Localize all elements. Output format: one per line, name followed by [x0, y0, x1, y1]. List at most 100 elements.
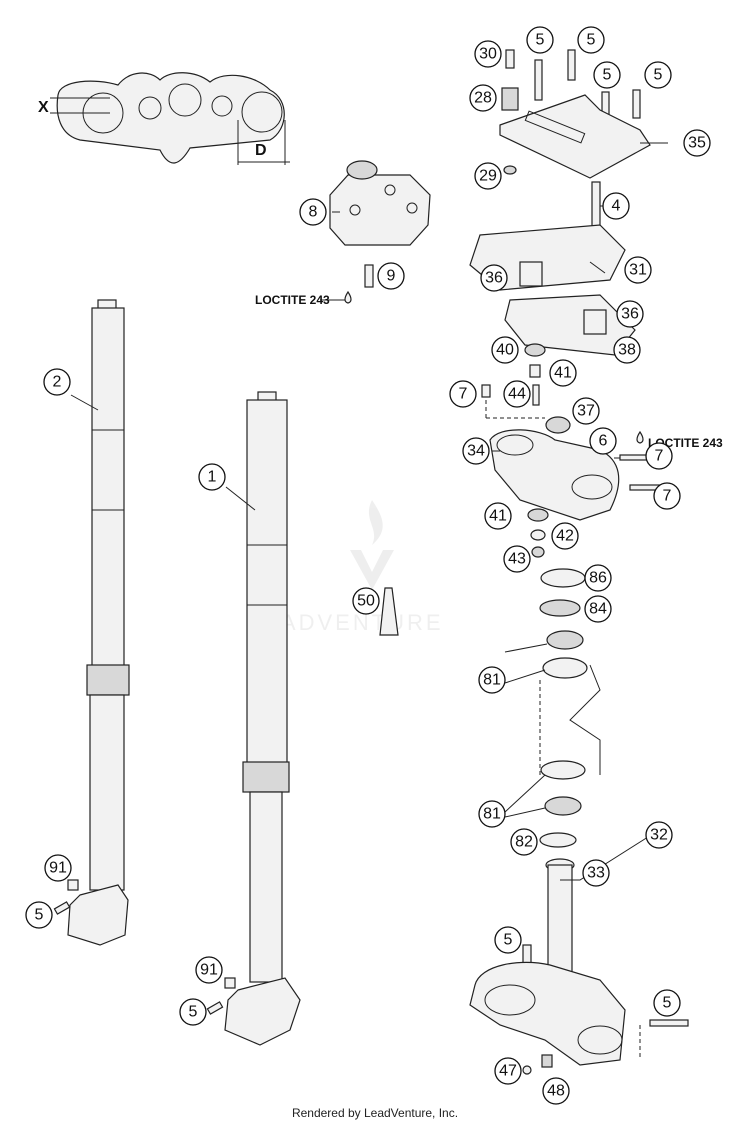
callout-36: 36: [480, 264, 508, 292]
steering-nut-parts: [527, 508, 549, 558]
callout-48: 48: [542, 1077, 570, 1105]
callout-47: 47: [494, 1057, 522, 1085]
svg-text:5: 5: [189, 1004, 198, 1021]
callout-35: 35: [683, 129, 711, 157]
svg-text:36: 36: [621, 306, 639, 323]
dimension-x-label: X: [38, 99, 49, 116]
callout-4: 4: [602, 192, 630, 220]
callout-91: 91: [195, 956, 223, 984]
callouts: 30 5 5 28 5 5 35 29 4 8 36 31 9 36 40 38…: [25, 26, 711, 1105]
callout-29: 29: [474, 162, 502, 190]
svg-text:47: 47: [499, 1063, 517, 1080]
bearing-set: [539, 568, 601, 848]
callout-5: 5: [494, 926, 522, 954]
lower-triple-clamp: [469, 858, 689, 1075]
callout-41: 41: [484, 502, 512, 530]
part-1-fork-leg-right: [224, 391, 301, 1046]
callout-31: 31: [624, 256, 652, 284]
callout-7: 7: [449, 380, 477, 408]
callout-33: 33: [582, 859, 610, 887]
svg-text:7: 7: [655, 448, 664, 465]
callout-91: 91: [44, 854, 72, 882]
callout-7: 7: [653, 482, 681, 510]
svg-text:50: 50: [357, 593, 375, 610]
svg-text:81: 81: [483, 806, 501, 823]
callout-2: 2: [43, 368, 71, 396]
loctite-note-left: LOCTITE 243: [255, 293, 330, 307]
callout-5: 5: [25, 901, 53, 929]
svg-text:5: 5: [603, 67, 612, 84]
callout-50: 50: [352, 587, 380, 615]
callout-5: 5: [593, 61, 621, 89]
callout-42: 42: [551, 522, 579, 550]
callout-81: 81: [478, 666, 506, 694]
svg-text:34: 34: [467, 443, 485, 460]
callout-6: 6: [589, 427, 617, 455]
callout-8: 8: [299, 198, 327, 226]
callout-28: 28: [469, 84, 497, 112]
callout-5: 5: [653, 989, 681, 1017]
svg-text:33: 33: [587, 865, 605, 882]
svg-text:91: 91: [200, 962, 218, 979]
svg-text:28: 28: [474, 90, 492, 107]
dimension-d-label: D: [255, 142, 267, 159]
svg-text:1: 1: [208, 469, 217, 486]
callout-43: 43: [503, 545, 531, 573]
callout-81: 81: [478, 800, 506, 828]
svg-text:7: 7: [459, 386, 468, 403]
callout-1: 1: [198, 463, 226, 491]
part-50-grease-tube: [379, 587, 399, 636]
svg-text:44: 44: [508, 386, 526, 403]
callout-82: 82: [510, 828, 538, 856]
svg-text:9: 9: [387, 268, 396, 285]
svg-text:5: 5: [536, 32, 545, 49]
svg-text:42: 42: [556, 528, 574, 545]
callout-5: 5: [644, 61, 672, 89]
svg-text:7: 7: [663, 488, 672, 505]
svg-text:5: 5: [504, 932, 513, 949]
svg-text:37: 37: [577, 403, 595, 420]
callout-40: 40: [491, 336, 519, 364]
callout-5: 5: [179, 998, 207, 1026]
callout-5: 5: [577, 26, 605, 54]
footer-credit: Rendered by LeadVenture, Inc.: [291, 1106, 459, 1120]
svg-text:82: 82: [515, 834, 533, 851]
callout-37: 37: [572, 397, 600, 425]
callout-9: 9: [377, 262, 405, 290]
part-9-pin: LOCTITE 243: [255, 264, 374, 307]
svg-text:43: 43: [508, 551, 526, 568]
svg-text:84: 84: [589, 601, 607, 618]
svg-text:48: 48: [547, 1083, 565, 1100]
svg-text:81: 81: [483, 672, 501, 689]
svg-text:29: 29: [479, 168, 497, 185]
part-8-fork-cap: [329, 160, 431, 246]
callout-36: 36: [616, 300, 644, 328]
svg-text:4: 4: [612, 198, 621, 215]
svg-text:40: 40: [496, 342, 514, 359]
svg-text:31: 31: [629, 262, 647, 279]
svg-text:41: 41: [554, 365, 572, 382]
callout-44: 44: [503, 380, 531, 408]
triple-clamp-dimension-view: X D: [38, 72, 290, 165]
svg-text:35: 35: [688, 135, 706, 152]
svg-text:30: 30: [479, 46, 497, 63]
svg-text:5: 5: [663, 995, 672, 1012]
callout-41: 41: [549, 359, 577, 387]
svg-text:5: 5: [35, 907, 44, 924]
svg-text:86: 86: [589, 570, 607, 587]
svg-text:8: 8: [309, 204, 318, 221]
callout-5: 5: [526, 26, 554, 54]
callout-7: 7: [645, 442, 673, 470]
svg-text:5: 5: [587, 32, 596, 49]
svg-text:91: 91: [49, 860, 67, 877]
callout-30: 30: [474, 40, 502, 68]
fork-bottom-bolts: [53, 879, 236, 1015]
svg-text:38: 38: [618, 342, 636, 359]
svg-text:41: 41: [489, 508, 507, 525]
handlebar-clamp-assembly: [469, 49, 651, 406]
svg-text:6: 6: [599, 433, 608, 450]
callout-38: 38: [613, 336, 641, 364]
callout-84: 84: [584, 595, 612, 623]
svg-text:36: 36: [485, 270, 503, 287]
callout-34: 34: [462, 437, 490, 465]
